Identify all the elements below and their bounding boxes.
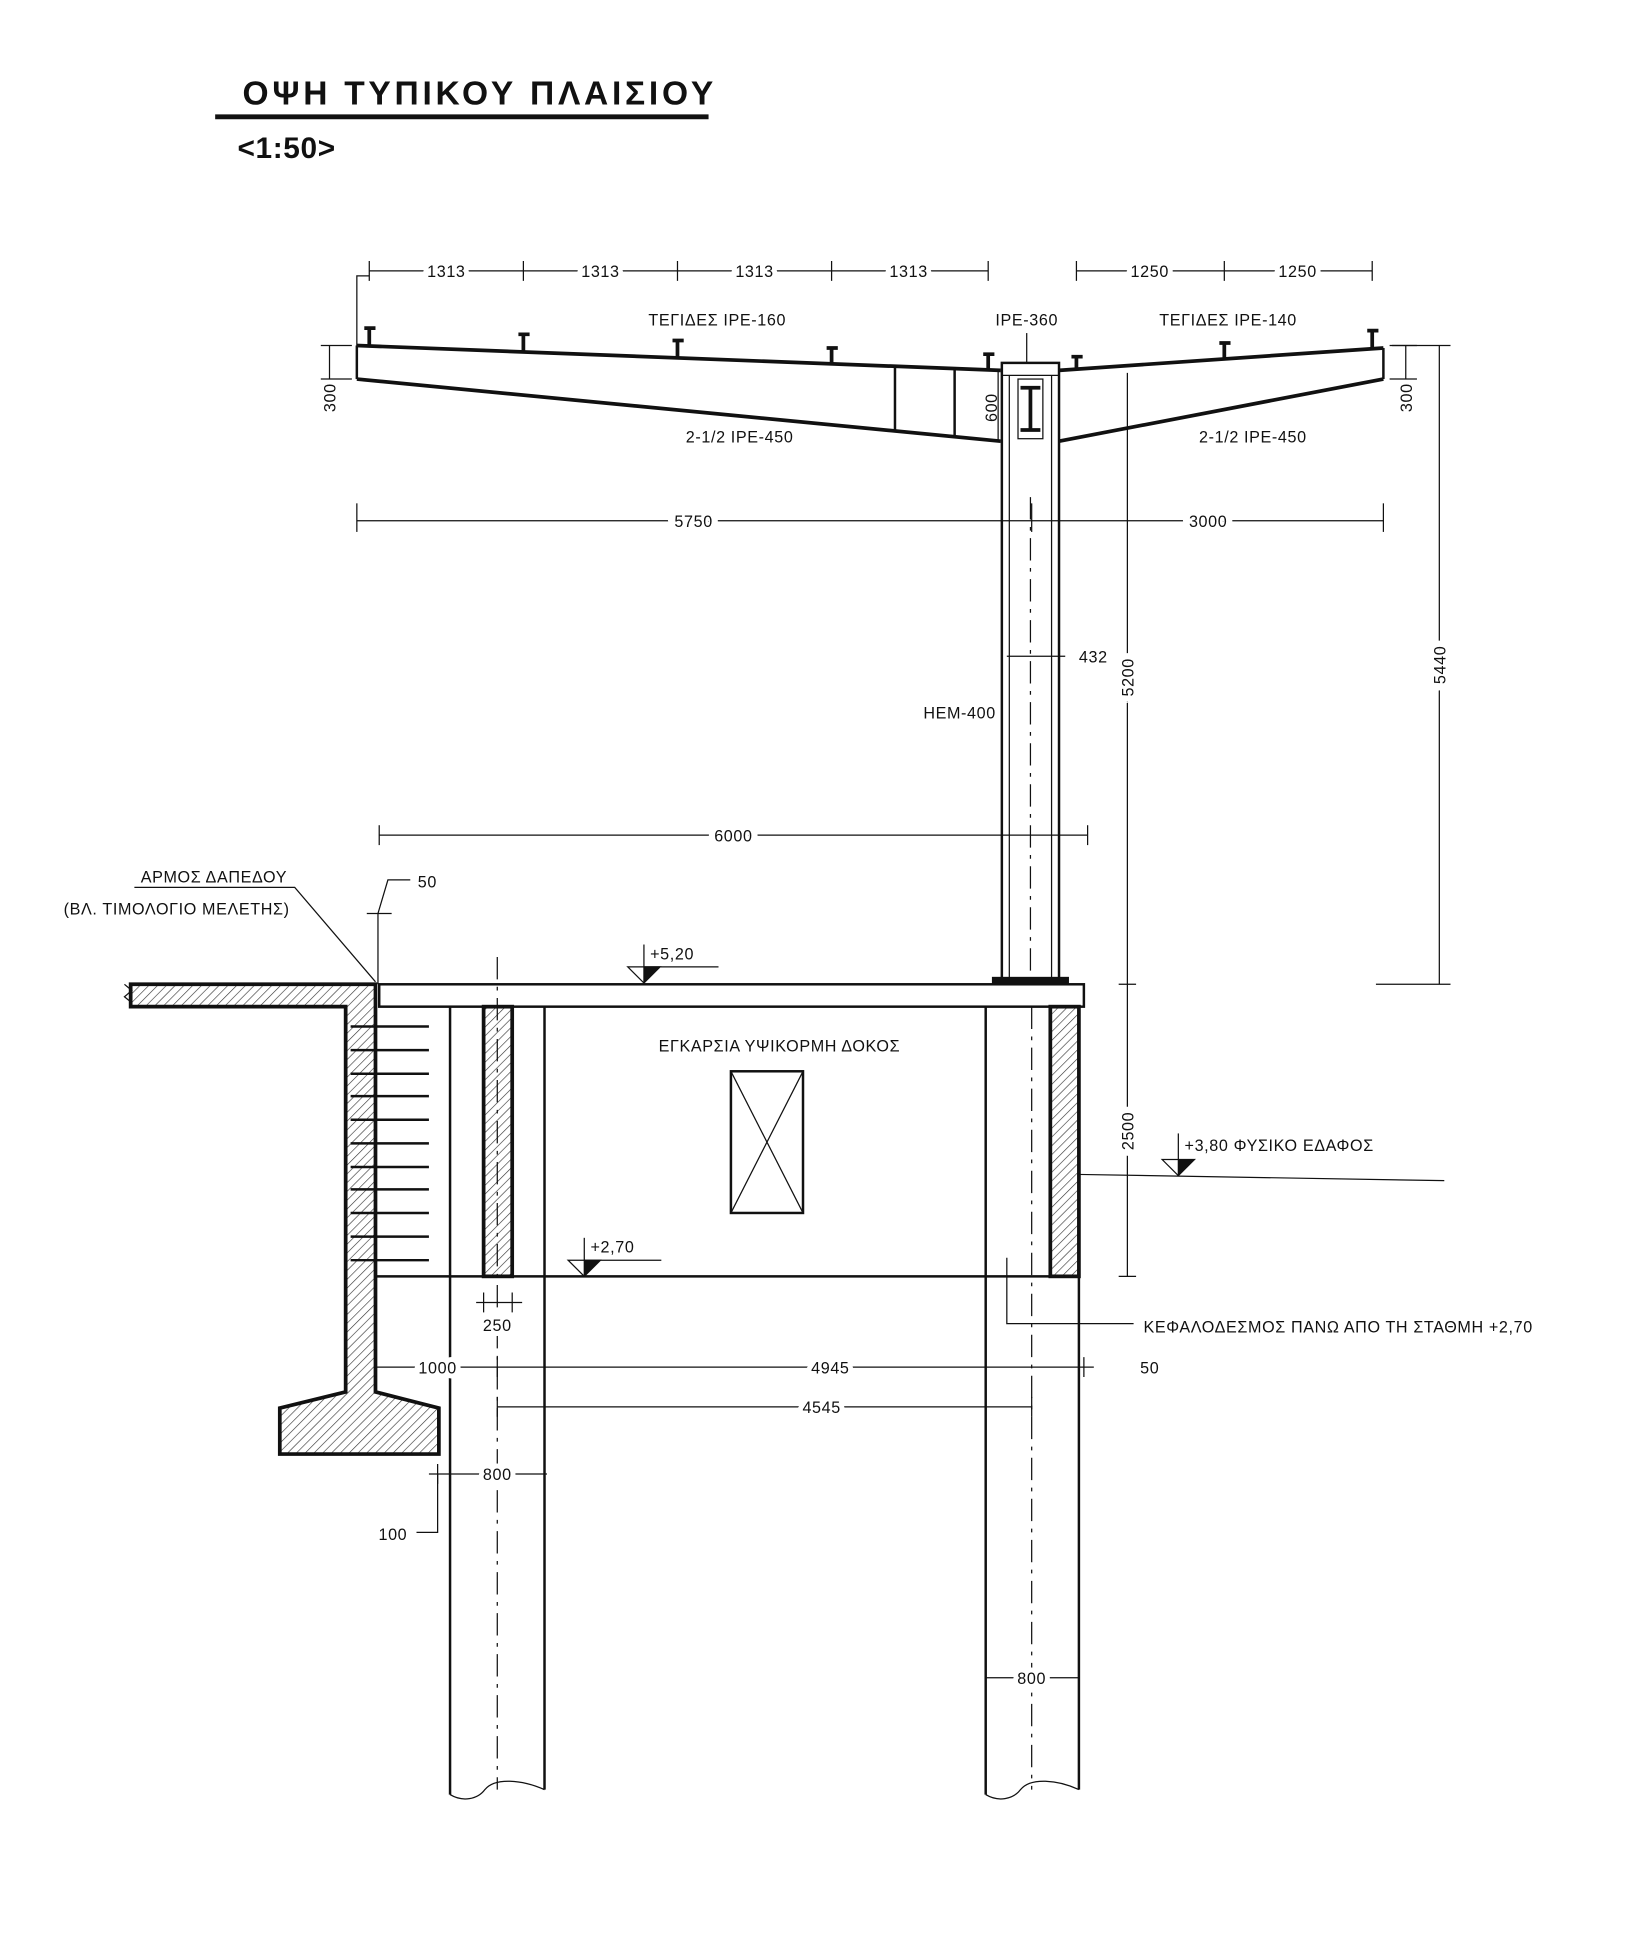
left-rafter bbox=[355, 343, 1001, 444]
dim-4945-label: 4945 bbox=[811, 1359, 849, 1377]
bottom-dimension-lines bbox=[374, 1292, 1094, 1679]
end-depth-dims bbox=[320, 344, 1417, 442]
base-plate bbox=[991, 976, 1069, 985]
purlin-spacing-label: 1250 bbox=[1278, 263, 1316, 281]
purlins-right-label: ΤΕΓΙΔΕΣ IPE-140 bbox=[1159, 312, 1297, 330]
level-top-label: +5,20 bbox=[650, 945, 694, 963]
level-marker-270 bbox=[566, 1237, 662, 1278]
ridge-section-label: IPE-360 bbox=[995, 312, 1058, 330]
height-dimension-lines bbox=[1118, 344, 1451, 1277]
ipe-section-icon bbox=[1020, 385, 1041, 432]
slab bbox=[377, 983, 1086, 1008]
joint-gap-label: 50 bbox=[418, 873, 437, 891]
dim-50-label: 50 bbox=[1140, 1359, 1159, 1377]
height-2500-label: 2500 bbox=[1120, 1112, 1138, 1150]
cross-beam-section bbox=[729, 1070, 805, 1215]
pile-left bbox=[448, 956, 546, 1800]
level-bottom-label: +2,70 bbox=[590, 1239, 634, 1257]
dim-1000-label: 1000 bbox=[418, 1359, 456, 1377]
pile-right-diameter-label: 800 bbox=[1017, 1670, 1046, 1688]
height-5200-label: 5200 bbox=[1120, 658, 1138, 696]
beam-left-label: 2-1/2 IPE-450 bbox=[686, 428, 794, 446]
end-depth-left-label: 300 bbox=[322, 383, 340, 412]
dim-100-label: 100 bbox=[378, 1526, 407, 1544]
purlin-spacing-label: 1313 bbox=[581, 263, 619, 281]
capping-beam-note: ΚΕΦΑΛΟΔΕΣΜΟΣ ΠΑΝΩ ΑΠΟ ΤΗ ΣΤΑΘΜΗ +2,70 bbox=[1144, 1318, 1533, 1336]
right-rafter bbox=[1058, 346, 1385, 444]
purlin-spacing-label: 1313 bbox=[889, 263, 927, 281]
level-marker-520 bbox=[626, 944, 719, 984]
purlin-spacing-label: 1313 bbox=[735, 263, 773, 281]
ground-level-marker bbox=[1078, 1133, 1445, 1182]
column-hem400 bbox=[991, 361, 1069, 985]
span-dimension-line bbox=[356, 503, 1385, 532]
ground-level-label: +3,80 ΦΥΣΙΚΟ ΕΔΑΦΟΣ bbox=[1185, 1137, 1374, 1155]
haunch-depth-label: 600 bbox=[983, 393, 1001, 422]
purlin-spacing-label: 1250 bbox=[1131, 263, 1169, 281]
span-left-label: 5750 bbox=[674, 513, 712, 531]
beam-right-label: 2-1/2 IPE-450 bbox=[1199, 428, 1307, 446]
drawing-title: ΟΨΗ ΤΥΠΙΚΟΥ ΠΛΑΙΣΙΟΥ bbox=[243, 75, 717, 112]
column-section-label: HEM-400 bbox=[923, 704, 996, 722]
drawing-scale: <1:50> bbox=[238, 132, 336, 165]
purlin-spacing-label: 1313 bbox=[427, 263, 465, 281]
dim-4545-label: 4545 bbox=[802, 1399, 840, 1417]
pile-left-diameter-label: 800 bbox=[483, 1466, 512, 1484]
purlin-icons bbox=[364, 326, 1379, 371]
joint-label: ΑΡΜΟΣ ΔΑΠΕΔΟΥ bbox=[141, 868, 287, 886]
anchor-lines bbox=[350, 1025, 429, 1262]
dim-6000-label: 6000 bbox=[714, 827, 752, 845]
purlins-left-label: ΤΕΓΙΔΕΣ IPE-160 bbox=[648, 312, 786, 330]
end-depth-right-label: 300 bbox=[1398, 383, 1416, 412]
span-right-label: 3000 bbox=[1189, 513, 1227, 531]
dim-6000-line bbox=[378, 825, 1089, 846]
break-line-icon bbox=[123, 983, 133, 1004]
column-offset-label: 432 bbox=[1079, 648, 1108, 666]
height-5440-label: 5440 bbox=[1432, 646, 1450, 684]
retaining-wall bbox=[128, 982, 441, 1456]
purlin-dimension-line bbox=[356, 260, 1373, 346]
cross-beam-label: ΕΓΚΑΡΣΙΑ ΥΨΙΚΟΡΜΗ ΔΟΚΟΣ bbox=[659, 1037, 901, 1055]
joint-note: (ΒΛ. ΤΙΜΟΛΟΓΙΟ ΜΕΛΕΤΗΣ) bbox=[64, 901, 290, 919]
wall-thickness-label: 250 bbox=[483, 1317, 512, 1335]
